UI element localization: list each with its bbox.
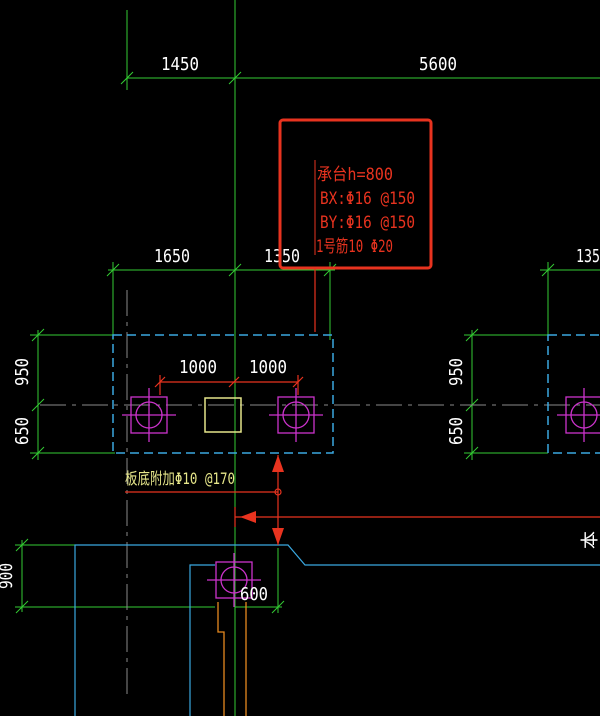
- dim-tick-top-left: [120, 71, 134, 85]
- dim-text-inner-left: 1000: [179, 357, 217, 378]
- dim-tick-top-mid: [228, 71, 242, 85]
- pile-left: [122, 388, 176, 442]
- arrow-up: [272, 455, 284, 472]
- dim-tick-mid-3: [323, 263, 337, 277]
- pile-cap-outline-left: [112, 334, 334, 454]
- dim-tick-bottom-1: [15, 538, 29, 552]
- rebar-tick-2: [228, 376, 240, 388]
- dim-text-v-bottom: 900: [0, 563, 17, 589]
- annotation-by-rebar: BY:Φ16 @150: [320, 213, 415, 233]
- dim-tick-bottom-pile: [271, 600, 285, 614]
- pile-cap-outlines: [112, 334, 600, 454]
- dim-text-top-left: 1450: [161, 54, 199, 75]
- rebar-lines: [125, 268, 600, 545]
- dim-text-mid-far-right: 135: [576, 246, 600, 267]
- dim-text-bottom-pile: 600: [240, 584, 268, 605]
- dim-text-v-right-upper: 950: [446, 358, 467, 386]
- rebar-arrows: [240, 455, 284, 545]
- beam-lines: [74, 544, 600, 716]
- dim-text-mid-right: 1350: [264, 246, 300, 267]
- grid-lines: [15, 0, 600, 716]
- rebar-node: [274, 488, 282, 496]
- arrow-down: [272, 528, 284, 545]
- slab-reinforcement-note: 板底附加Φ10 @170: [125, 469, 235, 488]
- pile-bottom: [207, 553, 261, 607]
- pile-cap-outline-right: [547, 334, 600, 454]
- dim-text-mid-left: 1650: [154, 246, 190, 267]
- dim-tick-right-1: [465, 328, 479, 342]
- dim-text-top-right: 5600: [419, 54, 457, 75]
- edge-text-fragment: 本: [580, 531, 600, 549]
- dim-tick-far-right: [541, 263, 555, 277]
- dim-tick-left-2: [31, 398, 45, 412]
- beam-stub-left: [217, 602, 225, 716]
- arrow-left: [240, 511, 256, 523]
- dim-text-v-left-upper: 950: [12, 358, 33, 386]
- annotation-cap-height: 承台h=800: [317, 165, 393, 185]
- dim-tick-left-3: [31, 446, 45, 460]
- pile-far-right: [557, 388, 600, 442]
- annotation-bx-rebar: BX:Φ16 @150: [320, 189, 415, 209]
- dim-tick-mid-2: [228, 263, 242, 277]
- beam-outline-outer: [74, 544, 600, 716]
- column-outline: [204, 397, 242, 433]
- dim-tick-left-1: [31, 328, 45, 342]
- dim-tick-mid-1: [106, 263, 120, 277]
- dim-tick-right-3: [465, 446, 479, 460]
- pile-cap-annotation-box[interactable]: [278, 118, 433, 270]
- dim-text-v-left-lower: 650: [12, 417, 33, 445]
- beam-outline-inner: [189, 564, 215, 716]
- dim-text-inner-right: 1000: [249, 357, 287, 378]
- beam-stub: [217, 602, 247, 716]
- pile-right: [269, 388, 323, 442]
- annotation-main-rebar: 1号筋10 Φ20: [316, 237, 393, 257]
- dim-text-v-right-lower: 650: [446, 417, 467, 445]
- dim-tick-bottom-2: [15, 600, 29, 614]
- centerlines: [40, 290, 600, 700]
